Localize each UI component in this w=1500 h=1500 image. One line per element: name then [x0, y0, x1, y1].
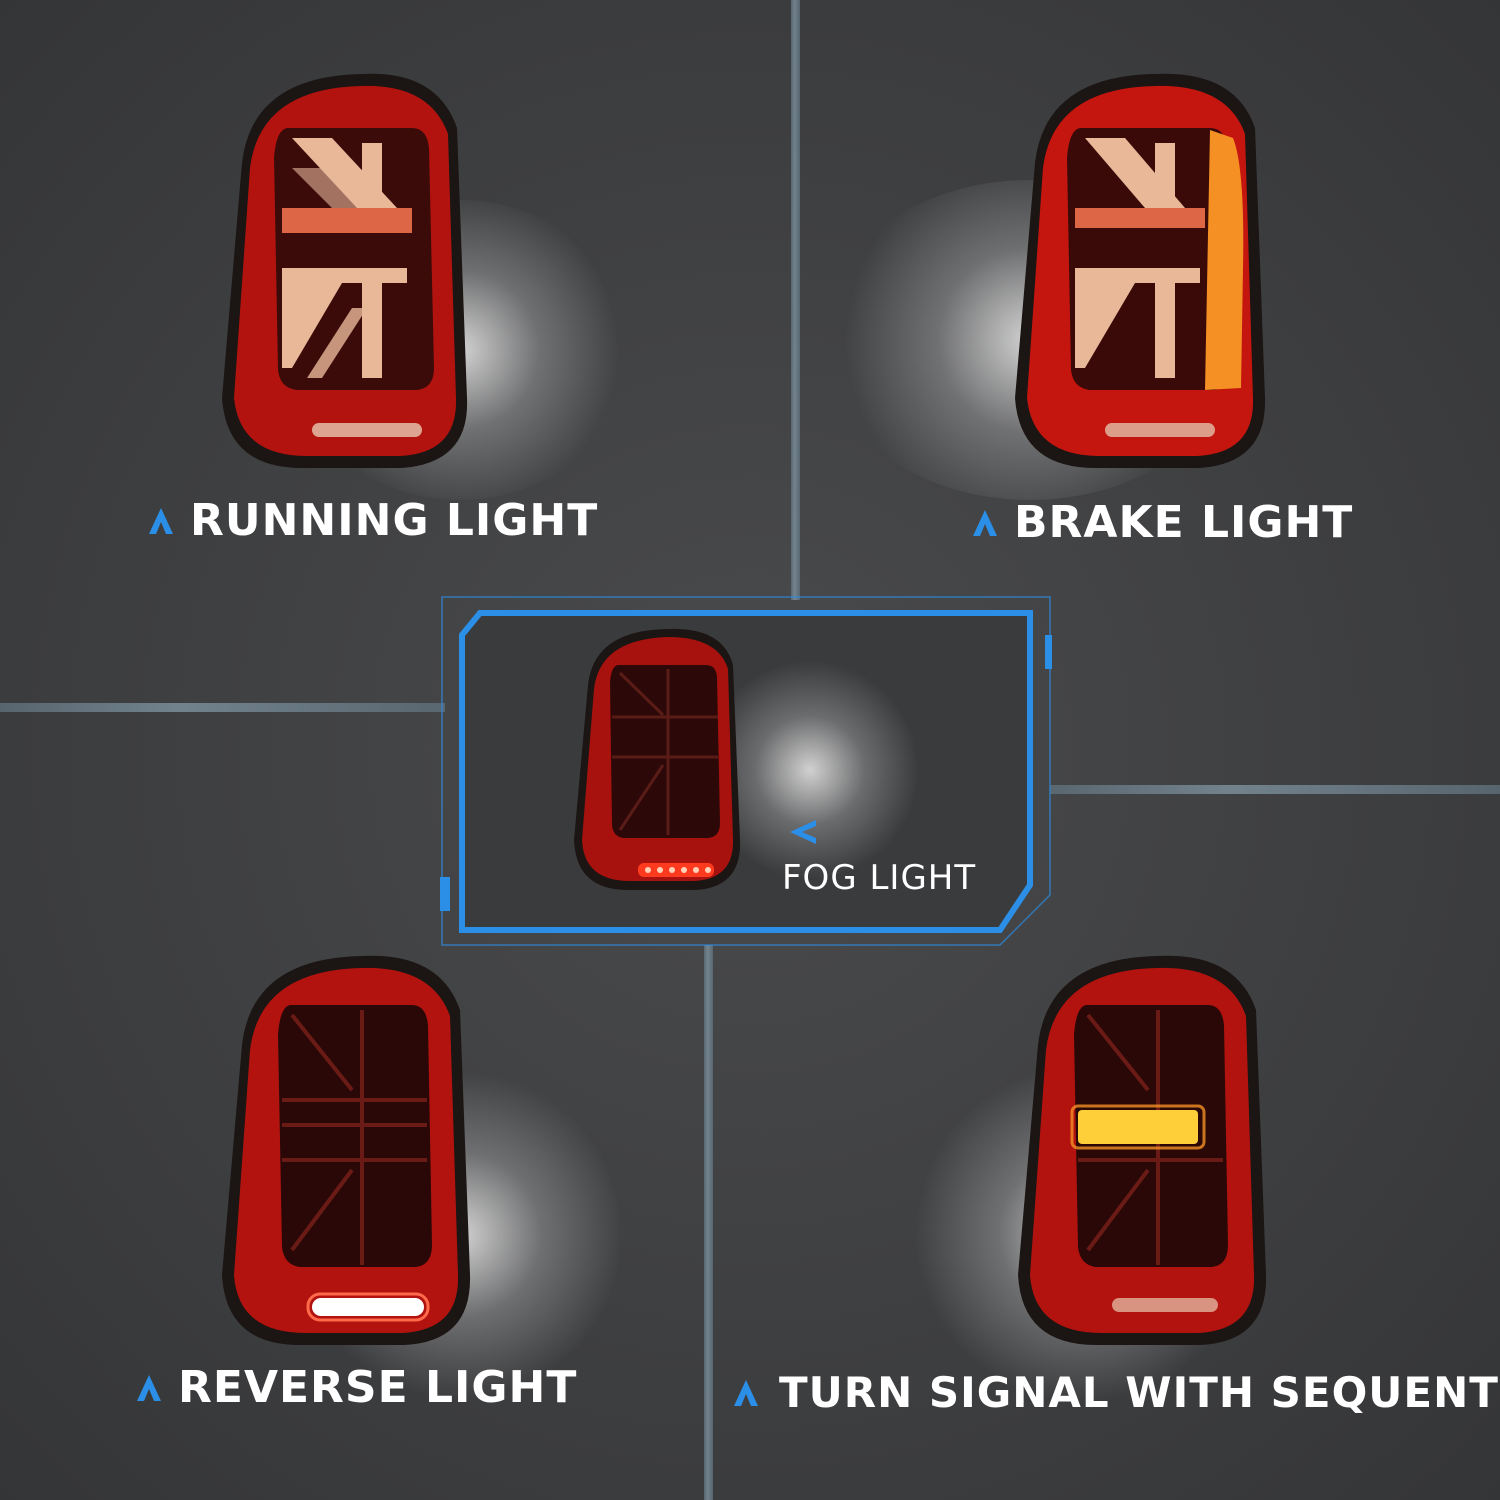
label-reverse-light: REVERSE LIGHT: [136, 1362, 577, 1413]
chevron-left-icon: [790, 820, 816, 844]
panel-turn-signal: TURN SIGNAL WITH SEQUENTIAL: [713, 794, 1500, 1500]
divider-horizontal-left: [0, 703, 445, 712]
divider-horizontal-right: [1050, 785, 1500, 794]
tail-lamp-reverse: [222, 955, 471, 1345]
label-text: RUNNING LIGHT: [190, 495, 599, 546]
label-text: BRAKE LIGHT: [1014, 497, 1354, 548]
divider-vertical-bottom: [704, 945, 713, 1500]
label-running-light: RUNNING LIGHT: [148, 495, 598, 546]
label-text: REVERSE LIGHT: [178, 1362, 578, 1413]
label-fog-light: FOG LIGHT: [782, 858, 976, 898]
tail-lamp-running: [222, 73, 468, 468]
chevron-up-icon: [137, 1374, 161, 1401]
label-text: TURN SIGNAL WITH SEQUENTIAL: [779, 1368, 1500, 1417]
label-brake-light: BRAKE LIGHT: [972, 497, 1353, 548]
chevron-up-icon: [734, 1379, 758, 1406]
chevron-up-icon: [973, 509, 997, 536]
tail-lamp-fog: [574, 628, 741, 890]
panel-reverse-light: REVERSE LIGHT: [0, 945, 704, 1500]
panel-running-light: RUNNING LIGHT: [0, 0, 790, 600]
panel-brake-light: BRAKE LIGHT: [800, 0, 1500, 600]
tail-lamp-brake: [1015, 73, 1266, 468]
divider-vertical-top: [791, 0, 800, 600]
label-text: FOG LIGHT: [782, 858, 977, 898]
chevron-up-icon: [149, 507, 173, 534]
tail-lamp-turn: [1018, 955, 1267, 1345]
label-turn-signal: TURN SIGNAL WITH SEQUENTIAL: [733, 1368, 1500, 1417]
